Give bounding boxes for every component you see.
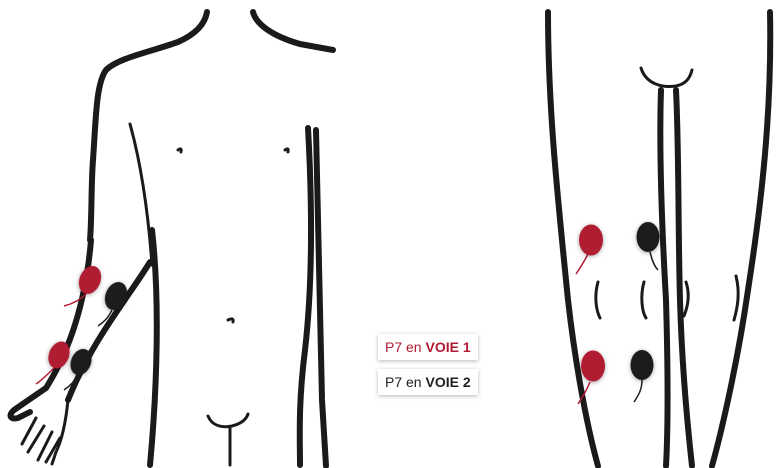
electrode-thigh-3-red bbox=[581, 351, 605, 382]
left-leg-inner bbox=[660, 90, 667, 466]
right-leg-inner bbox=[676, 90, 692, 466]
right-nipple bbox=[285, 149, 288, 152]
thigh-electrodes bbox=[576, 222, 660, 404]
left-inner-arm bbox=[130, 124, 152, 265]
legend-item-voie-1: P7 en VOIE 1 bbox=[378, 334, 478, 360]
legend-program: P7 bbox=[385, 374, 402, 390]
left-neck-outline bbox=[90, 12, 207, 240]
electrode-thigh-4-black bbox=[631, 350, 654, 380]
right-knee-mark-outer bbox=[734, 276, 738, 320]
left-nipple bbox=[178, 149, 181, 152]
right-knee-mark-inner bbox=[684, 282, 688, 316]
electrode-wire bbox=[634, 380, 642, 402]
gluteal-crease bbox=[641, 68, 692, 86]
groin-line bbox=[208, 414, 248, 465]
forearm-electrodes bbox=[36, 263, 131, 390]
legend-connector: en bbox=[406, 339, 422, 355]
right-leg-outer bbox=[712, 12, 770, 466]
legend-channel: VOIE 2 bbox=[425, 374, 470, 390]
left-knee-mark-outer bbox=[596, 282, 600, 318]
legend-channel: VOIE 1 bbox=[425, 339, 470, 355]
right-arm-outline bbox=[316, 130, 326, 466]
electrode-thigh-1-red bbox=[579, 225, 603, 256]
electrode-forearm-2-black bbox=[101, 279, 131, 314]
legend-item-voie-2: P7 en VOIE 2 bbox=[378, 369, 478, 395]
navel bbox=[228, 319, 233, 322]
right-neck-outline bbox=[253, 12, 333, 50]
legend-program: P7 bbox=[385, 339, 402, 355]
legend-connector: en bbox=[406, 374, 422, 390]
right-torso-side bbox=[300, 128, 311, 465]
left-knee-mark-inner bbox=[642, 282, 646, 318]
electrode-wire bbox=[650, 252, 658, 270]
electrode-thigh-2-black bbox=[637, 222, 660, 252]
torso-figure bbox=[11, 12, 333, 466]
electrode-wire bbox=[576, 254, 588, 274]
forearm-outer bbox=[11, 240, 91, 418]
electrode-forearm-1-red bbox=[75, 263, 105, 298]
